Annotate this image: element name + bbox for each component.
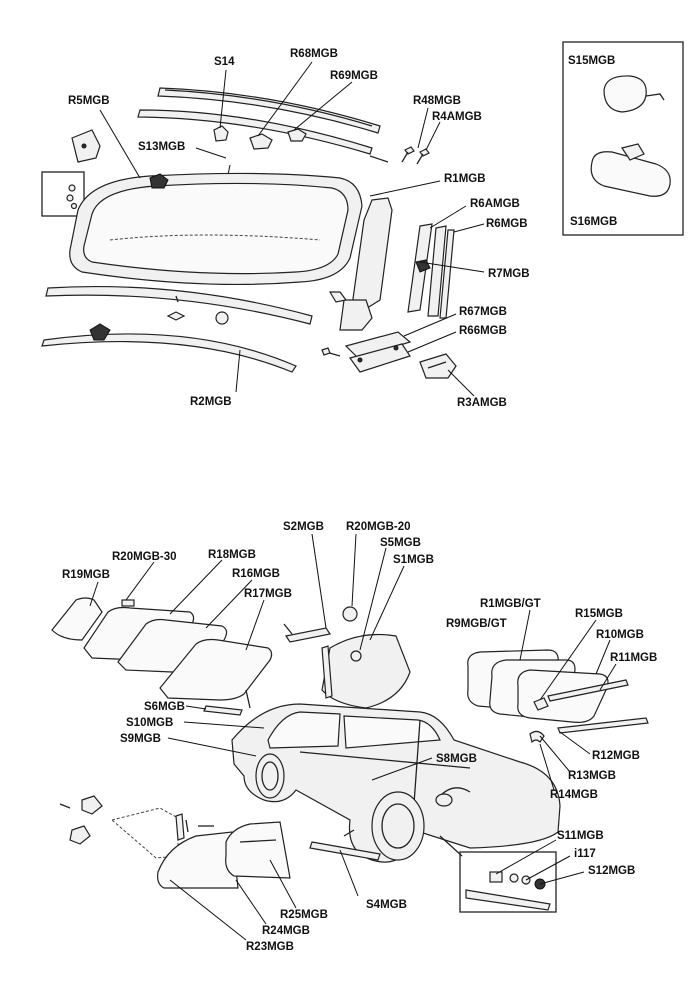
- mirror-s16: [590, 151, 671, 197]
- label-r20mgb-30: R20MGB-30: [112, 551, 177, 563]
- top-rail-r68: [157, 87, 381, 134]
- sill-s4: [309, 841, 381, 861]
- label-r10mgb: R10MGB: [596, 629, 644, 641]
- label-r9mgb-gt: R9MGB/GT: [446, 618, 507, 630]
- leader-lines-bottom: [89, 533, 617, 941]
- strip-r12: [557, 717, 649, 734]
- lower-rail: [45, 285, 313, 325]
- clip-r14: [529, 730, 545, 744]
- fixing-inset: [439, 835, 557, 913]
- label-r1mgb: R1MGB: [444, 173, 486, 185]
- glass-r24: [225, 821, 291, 879]
- glass-r17: [159, 638, 273, 701]
- tailgate-s1: [321, 633, 411, 709]
- label-r6amgb: R6AMGB: [470, 198, 520, 210]
- label-r68mgb: R68MGB: [290, 48, 338, 60]
- label-s14: S14: [214, 56, 235, 68]
- gt-diagram: [51, 533, 649, 941]
- leader-lines-top: [99, 61, 485, 397]
- label-r19mgb: R19MGB: [62, 569, 110, 581]
- label-s1mgb: S1MGB: [393, 554, 434, 566]
- rail-clip: [89, 323, 111, 341]
- label-r7mgb: R7MGB: [488, 268, 530, 280]
- label-r16mgb: R16MGB: [232, 568, 280, 580]
- label-r23mgb: R23MGB: [246, 941, 294, 953]
- label-r12mgb: R12MGB: [592, 750, 640, 762]
- label-s2mgb: S2MGB: [283, 521, 324, 533]
- mgb-gt-car: [231, 703, 561, 863]
- label-s15mgb: S15MGB: [568, 55, 615, 67]
- label-i117: i117: [574, 848, 596, 860]
- brackets-r67-r66: [321, 331, 412, 373]
- label-r3amgb: R3AMGB: [457, 397, 507, 409]
- clip-s14: [213, 125, 229, 142]
- label-r6mgb: R6MGB: [486, 218, 528, 230]
- label-r4amgb: R4AMGB: [432, 111, 482, 123]
- quarter-vent-parts: [59, 795, 214, 859]
- strip-s2: [285, 627, 331, 643]
- glass-r19: [51, 597, 103, 641]
- label-s6mgb: S6MGB: [144, 701, 185, 713]
- windscreen-frame-r1: [69, 172, 363, 286]
- label-s9mgb: S9MGB: [120, 733, 161, 745]
- label-r15mgb: R15MGB: [575, 608, 623, 620]
- label-r25mgb: R25MGB: [280, 909, 328, 921]
- label-r24mgb: R24MGB: [262, 925, 310, 937]
- strip-s6: [203, 705, 243, 716]
- label-r17mgb: R17MGB: [244, 588, 292, 600]
- side-pillar-r6: [328, 197, 393, 331]
- rail-r2: [41, 333, 297, 373]
- bracket-r5: [41, 129, 101, 217]
- front-wheel: [371, 791, 425, 861]
- label-s4mgb: S4MGB: [366, 899, 407, 911]
- label-s11mgb: S11MGB: [557, 830, 604, 842]
- rear-wheel: [255, 753, 285, 799]
- screws-r48-r4a: [369, 146, 430, 165]
- label-r1mgb-gt: R1MGB/GT: [480, 598, 541, 610]
- side-rails-r7: [407, 223, 455, 319]
- label-r48mgb: R48MGB: [413, 95, 461, 107]
- mirrors-box: [562, 41, 684, 236]
- label-r66mgb: R66MGB: [459, 325, 507, 337]
- label-s13mgb: S13MGB: [138, 141, 185, 153]
- strip-r11: [547, 679, 629, 702]
- clip-r69: [287, 128, 307, 142]
- labels: S14 R68MGB R69MGB R5MGB S13MGB R48MGB R4…: [62, 48, 657, 953]
- clip-r68: [249, 133, 273, 150]
- label-s16mgb: S16MGB: [570, 216, 617, 228]
- label-r5mgb: R5MGB: [68, 95, 110, 107]
- label-r14mgb: R14MGB: [550, 789, 598, 801]
- label-s5mgb: S5MGB: [380, 537, 421, 549]
- clip-r20-20: [342, 606, 358, 622]
- label-s12mgb: S12MGB: [588, 865, 635, 877]
- label-r13mgb: R13MGB: [568, 770, 616, 782]
- top-rail-r69: [137, 109, 373, 155]
- windscreen-diagram: [41, 41, 684, 397]
- label-r67mgb: R67MGB: [459, 306, 507, 318]
- centre-clip: [149, 173, 169, 189]
- label-r18mgb: R18MGB: [208, 549, 256, 561]
- label-r11mgb: R11MGB: [610, 652, 657, 664]
- mirror-s15: [603, 75, 647, 113]
- label-r20mgb-20: R20MGB-20: [346, 521, 411, 533]
- bracket-r3a: [419, 353, 457, 379]
- label-s10mgb: S10MGB: [126, 717, 173, 729]
- label-r69mgb: R69MGB: [330, 70, 378, 82]
- label-s8mgb: S8MGB: [436, 753, 477, 765]
- label-r2mgb: R2MGB: [190, 396, 232, 408]
